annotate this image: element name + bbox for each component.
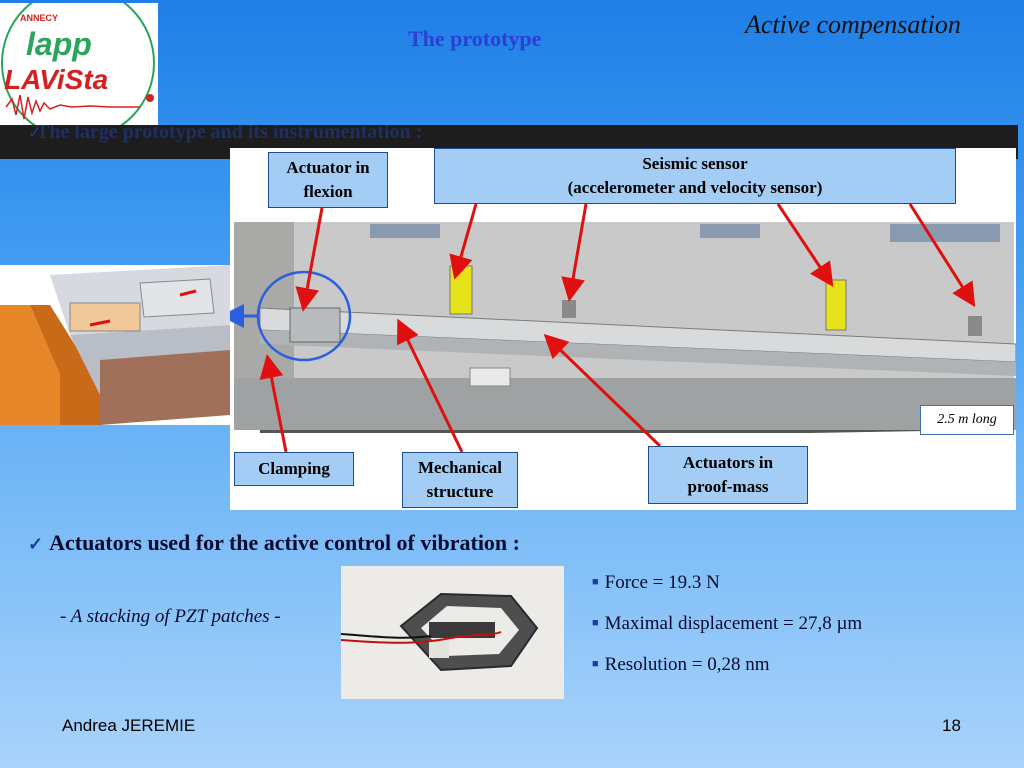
spec-resolution-text: Resolution = 0,28 nm xyxy=(604,654,770,675)
callout-mechanical-structure-line2: structure xyxy=(426,482,494,501)
checkmark-icon: ✓ xyxy=(28,125,42,142)
pzt-actuator-photo xyxy=(340,566,564,699)
bullet-icon: ■ xyxy=(592,658,599,670)
callout-seismic-sensor-line2: (accelerometer and velocity sensor) xyxy=(567,178,823,197)
page-number: 18 xyxy=(942,716,961,735)
callout-actuator-flexion-line1: Actuator in xyxy=(286,158,370,177)
lapp-lavista-logo: ANNECY lapp LAViSta xyxy=(0,0,158,140)
callout-actuators-proof-mass-line2: proof-mass xyxy=(687,477,769,496)
callout-clamping: Clamping xyxy=(234,452,354,486)
callout-actuator-flexion-line2: flexion xyxy=(303,182,353,201)
callout-seismic-sensor-line1: Seismic sensor xyxy=(642,154,748,173)
footer-author: Andrea JEREMIE xyxy=(62,716,196,735)
spec-force-text: Force = 19.3 N xyxy=(604,572,720,593)
pzt-caption: - A stacking of PZT patches - xyxy=(60,606,281,627)
spec-displacement-text: Maximal displacement = 27,8 µm xyxy=(604,613,863,634)
callout-mechanical-structure: Mechanical structure xyxy=(402,452,518,508)
spec-force: ■ Force = 19.3 N xyxy=(592,572,720,594)
callout-clamping-label: Clamping xyxy=(258,459,330,478)
obscured-heading-text: The large prototype and its instrumentat… xyxy=(36,125,423,143)
callout-actuator-flexion: Actuator in flexion xyxy=(268,152,388,208)
spec-resolution: ■ Resolution = 0,28 nm xyxy=(592,654,770,676)
slide-title: The prototype xyxy=(408,26,542,51)
logo-lapp: lapp xyxy=(26,26,92,62)
bullet-icon: ■ xyxy=(592,617,599,629)
logo-annecy: ANNECY xyxy=(20,13,58,23)
logo-lavista: LAViSta xyxy=(4,64,108,95)
section-title: Active compensation xyxy=(745,10,961,39)
actuators-heading-text: Actuators used for the active control of… xyxy=(49,530,520,555)
callout-seismic-sensor: Seismic sensor (accelerometer and veloci… xyxy=(434,148,956,204)
bullet-icon: ■ xyxy=(592,576,599,588)
callout-actuators-proof-mass: Actuators in proof-mass xyxy=(648,446,808,504)
spec-displacement: ■ Maximal displacement = 27,8 µm xyxy=(592,613,862,635)
callout-actuators-proof-mass-line1: Actuators in xyxy=(682,453,774,472)
checkmark-icon: ✓ xyxy=(28,534,44,554)
callout-mechanical-structure-line1: Mechanical xyxy=(417,458,503,477)
prototype-photo: Actuator in flexion Seismic sensor (acce… xyxy=(230,148,1016,510)
actuators-heading: ✓Actuators used for the active control o… xyxy=(28,530,520,556)
cad-clamp-image xyxy=(0,265,236,425)
length-label: 2.5 m long xyxy=(920,405,1014,435)
